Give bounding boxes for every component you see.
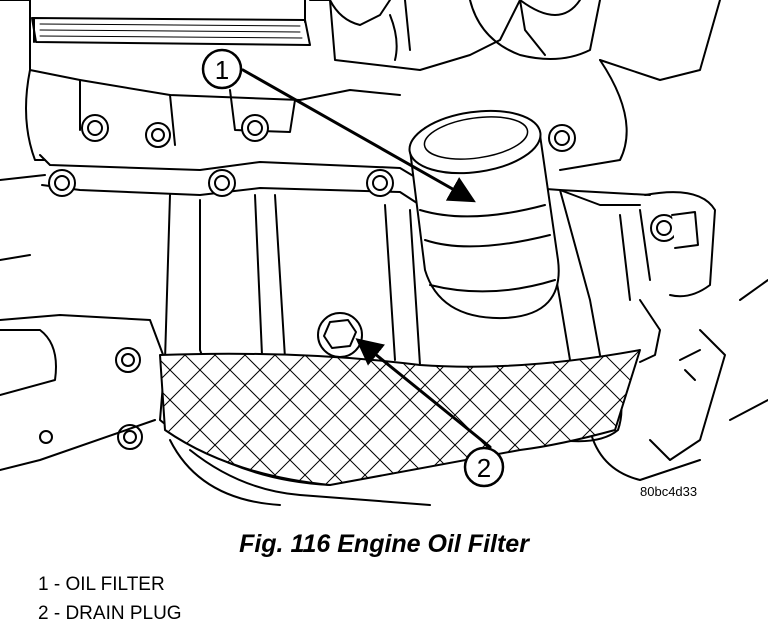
callout-1-number: 1 [215,55,229,85]
figure-caption: Fig. 116 Engine Oil Filter [239,530,529,558]
engine-block [0,0,721,261]
engine-oil-filter-illustration: 1 2 [0,0,768,506]
callout-1-leader [241,68,476,203]
oil-filter [408,109,560,320]
drain-plug [317,312,363,358]
callout-2-number: 2 [477,453,491,483]
skid-plate-mesh [159,349,641,486]
callout-2: 2 [463,446,505,488]
callout-2-leader [355,338,492,449]
drive-belt [31,0,311,46]
legend-item-oil-filter: 1 - OIL FILTER [38,574,165,595]
drawing-code: 80bc4d33 [640,484,698,499]
pan-bolts [39,114,699,450]
callout-1: 1 [201,48,243,90]
legend-item-drain-plug: 2 - DRAIN PLUG [38,603,182,624]
